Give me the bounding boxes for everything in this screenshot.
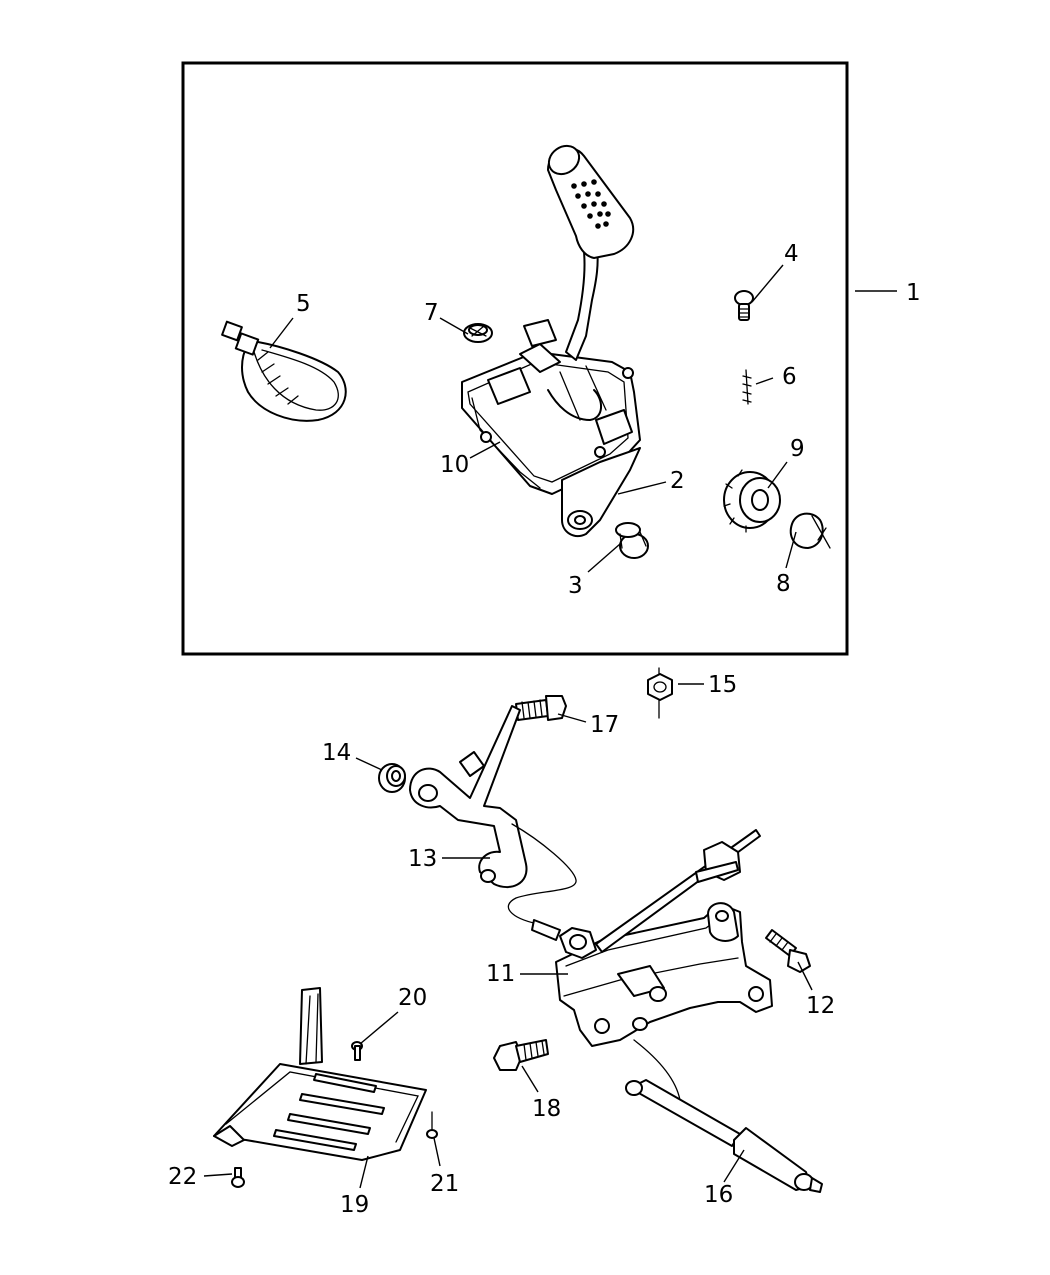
- leader-4: [751, 264, 784, 303]
- leader-9: [767, 461, 788, 489]
- part-19-shield: [213, 987, 427, 1161]
- leader-18: [521, 1065, 539, 1093]
- callout-4: 4: [784, 241, 799, 267]
- part-14-nut: [378, 763, 406, 793]
- part-13-lever: [409, 705, 528, 889]
- callout-22: 22: [168, 1164, 197, 1190]
- part-16-cable: [625, 1039, 823, 1193]
- leader-21: [433, 1137, 441, 1167]
- callout-15: 15: [708, 672, 737, 698]
- leader-2: [617, 481, 667, 495]
- callout-9: 9: [790, 436, 805, 462]
- leader-14: [355, 757, 383, 771]
- part-6-pin: [742, 369, 752, 405]
- part-3-bushing: [615, 522, 649, 559]
- leader-20: [359, 1011, 399, 1045]
- callout-10: 10: [440, 452, 469, 478]
- part-10-shifter-base: [461, 319, 641, 495]
- leader-12: [797, 961, 813, 991]
- leader-3: [587, 543, 621, 573]
- callout-3: 3: [568, 573, 583, 599]
- leader-7: [439, 317, 469, 335]
- callout-20: 20: [398, 985, 427, 1011]
- callout-17: 17: [590, 712, 619, 738]
- callout-1: 1: [906, 280, 921, 306]
- part-18-bolt: [493, 1039, 549, 1071]
- part-7-nut: [463, 323, 493, 343]
- leader-6: [755, 377, 774, 385]
- connecting-cable: [507, 823, 577, 925]
- shift-knob: [547, 144, 635, 259]
- shift-rod: [595, 829, 761, 953]
- leader-19: [359, 1155, 369, 1189]
- assembly-box: [181, 61, 849, 656]
- leader-lines: [203, 264, 897, 1189]
- leader-16: [723, 1149, 745, 1183]
- part-2-arm: [561, 447, 641, 538]
- callout-12: 12: [806, 993, 835, 1019]
- callout-18: 18: [532, 1096, 561, 1122]
- part-20-screw: [351, 1041, 363, 1061]
- part-22-screw: [231, 1167, 245, 1188]
- callout-11: 11: [486, 961, 515, 987]
- callout-2: 2: [670, 468, 685, 494]
- callout-16: 16: [704, 1182, 733, 1208]
- callout-21: 21: [430, 1171, 459, 1197]
- part-4-bolt: [734, 290, 754, 321]
- part-8-clip: [789, 512, 831, 549]
- callout-14: 14: [322, 740, 351, 766]
- leader-22: [203, 1173, 233, 1177]
- callout-8: 8: [776, 571, 791, 597]
- part-9-gear: [723, 469, 781, 533]
- leader-10: [469, 441, 501, 459]
- part-5-strap: [221, 320, 347, 422]
- callout-5: 5: [296, 291, 311, 317]
- part-12-bolt: [765, 929, 811, 973]
- callout-7: 7: [424, 300, 439, 326]
- part-21-screw: [426, 1111, 438, 1139]
- leader-17: [557, 713, 587, 723]
- leader-5: [269, 317, 294, 349]
- callout-6: 6: [782, 364, 797, 390]
- callout-13: 13: [408, 846, 437, 872]
- callout-19: 19: [340, 1192, 369, 1218]
- part-15-nut: [647, 667, 673, 719]
- part-17-bolt: [515, 695, 567, 721]
- leader-8: [785, 531, 797, 569]
